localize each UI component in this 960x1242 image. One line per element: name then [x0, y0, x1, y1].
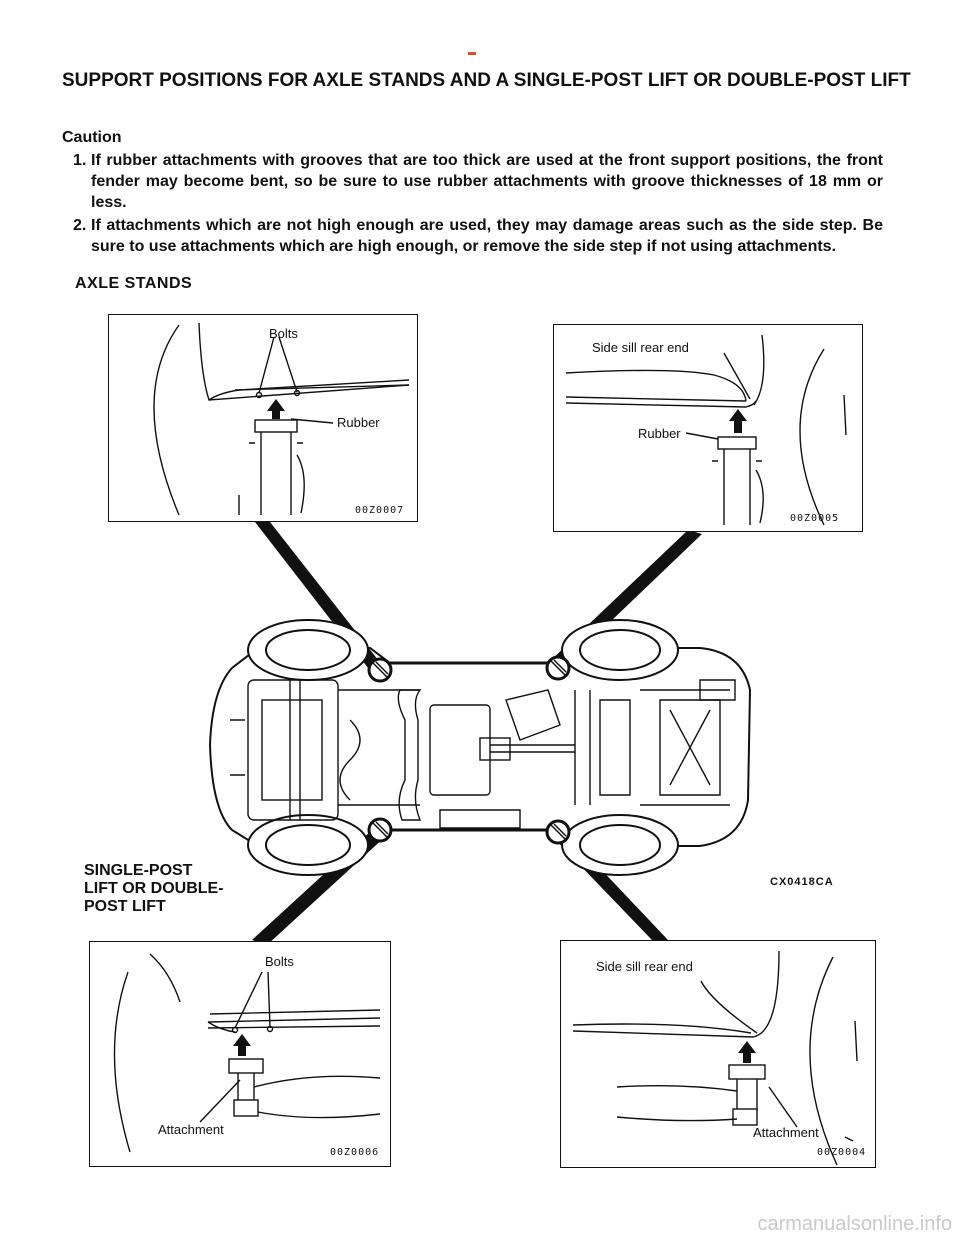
lift-heading-line: POST LIFT — [84, 898, 166, 915]
figure-lift-front: Bolts Attachment 00Z0006 — [89, 941, 391, 1167]
caution-item-1: 1. If rubber attachments with grooves th… — [73, 150, 883, 213]
attachment-label: Attachment — [753, 1125, 819, 1140]
watermark: carmanualsonline.info — [757, 1213, 952, 1235]
side-sill-label: Side sill rear end — [596, 959, 693, 974]
caution-item-text: If rubber attachments with grooves that … — [91, 152, 883, 211]
lift-heading-line: SINGLE-POST — [84, 862, 193, 879]
rubber-label: Rubber — [638, 426, 681, 441]
figure-lift-rear: Side sill rear end Attachment 00Z0004 — [560, 940, 876, 1168]
axle-stand-rear-drawing — [565, 334, 847, 526]
figure-code: 00Z0004 — [817, 1147, 867, 1158]
lift-front-drawing — [113, 953, 381, 1153]
header-mark — [468, 52, 476, 55]
lift-heading: SINGLE-POST LIFT OR DOUBLE- POST LIFT — [84, 862, 224, 916]
caution-item-text: If attachments which are not high enough… — [91, 217, 883, 255]
caution-item-number: 1. — [73, 152, 87, 169]
side-sill-label: Side sill rear end — [592, 340, 689, 355]
lift-heading-line: LIFT OR DOUBLE- — [84, 880, 224, 897]
figure-code: 00Z0006 — [330, 1147, 380, 1158]
figure-code: 00Z0007 — [355, 505, 405, 516]
figure-axle-stand-rear: Side sill rear end Rubber 00Z0005 — [553, 324, 863, 532]
page-title: SUPPORT POSITIONS FOR AXLE STANDS AND A … — [62, 70, 911, 91]
rubber-label: Rubber — [337, 415, 380, 430]
main-figure-code: CX0418CA — [770, 876, 834, 888]
axle-stands-heading: AXLE STANDS — [75, 275, 193, 292]
axle-stand-front-drawing — [153, 322, 410, 516]
figure-code: 00Z0005 — [790, 513, 840, 524]
caution-label: Caution — [62, 129, 122, 146]
bolts-label: Bolts — [265, 954, 294, 969]
attachment-label: Attachment — [158, 1122, 224, 1137]
bolts-label: Bolts — [269, 326, 298, 341]
lift-rear-drawing — [572, 950, 858, 1166]
figure-axle-stand-front: Bolts Rubber 00Z0007 — [108, 314, 418, 522]
caution-item-number: 2. — [73, 217, 87, 234]
caution-item-2: 2. If attachments which are not high eno… — [73, 215, 883, 257]
